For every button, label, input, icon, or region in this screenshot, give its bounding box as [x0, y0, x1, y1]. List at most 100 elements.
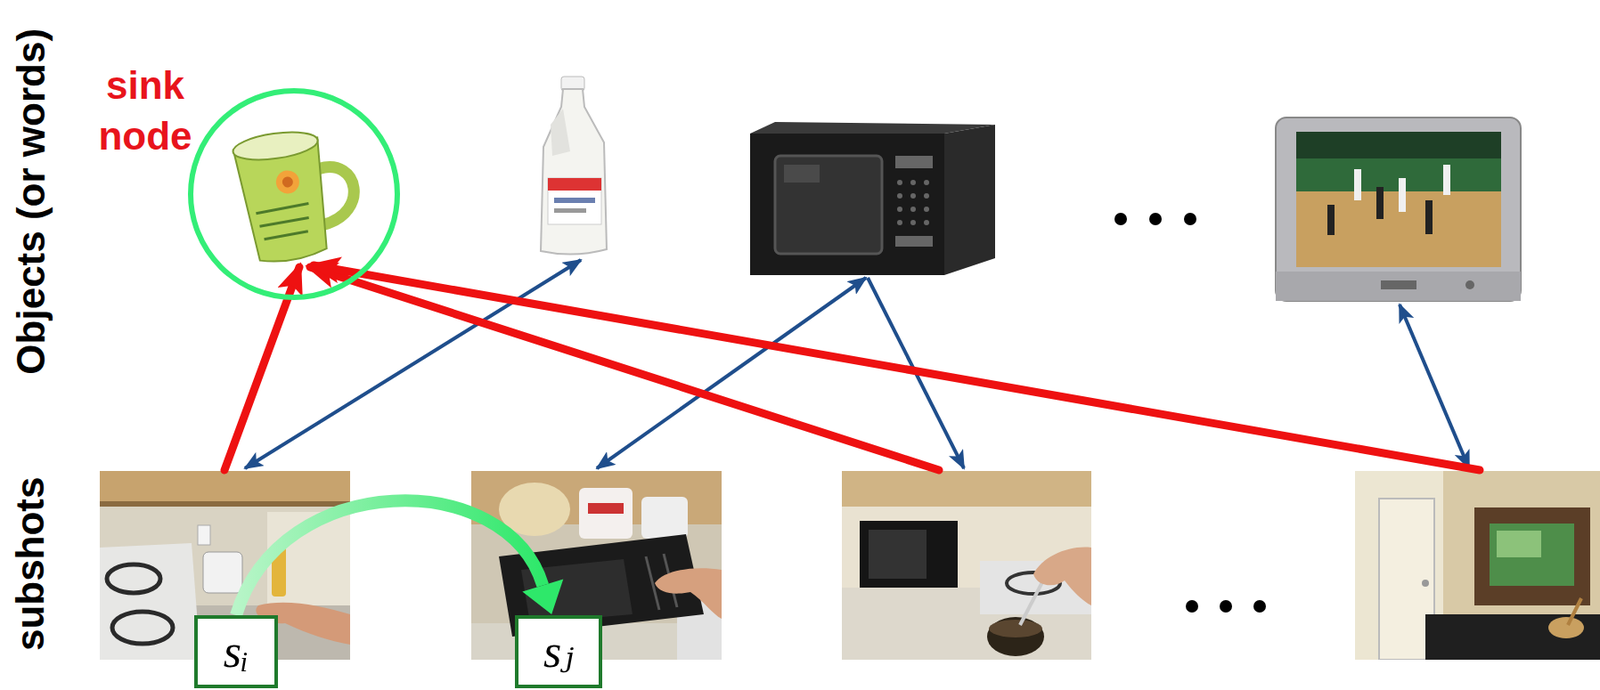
microwave-object-part-part [897, 220, 903, 226]
microwave-object-part-part [897, 206, 903, 213]
microwave-object-part-part [923, 179, 930, 186]
ellipsis-dots-part [1219, 600, 1233, 613]
ellipsis-dots-part [1114, 212, 1127, 226]
microwave-object-part [895, 155, 933, 247]
subshot-photo-part [1496, 530, 1542, 558]
axis-label: subshots [8, 476, 54, 652]
ellipsis-dots-part [1183, 212, 1197, 226]
subshot-photo-part [1425, 614, 1600, 661]
television-object-part [1327, 187, 1433, 236]
microwave-object-part-part [895, 155, 933, 169]
microwave-object-part [750, 133, 945, 276]
television-object-part [1275, 271, 1521, 302]
subshot-photo-part [988, 620, 1043, 638]
television-object [1275, 117, 1521, 302]
microwave-object-part-part [923, 193, 930, 199]
subshot-photo-part [1033, 547, 1092, 606]
subshot-photo-part [654, 568, 722, 620]
subshot-photo-part [203, 552, 243, 594]
subshot-photo-part [641, 497, 688, 539]
subshot-photo-part [579, 488, 633, 539]
microwave-object [750, 122, 996, 276]
node-label: sᵢ [223, 628, 249, 676]
television-object-part-part [1398, 178, 1406, 213]
microwave-object-part [944, 124, 996, 276]
television-object-part-part [1443, 164, 1451, 196]
mug-object-part [231, 127, 320, 164]
subshot-photo-part [859, 521, 958, 588]
milk-jug-object-part [550, 108, 571, 156]
television-object-part [1296, 131, 1502, 159]
subshot-photo-part [1474, 507, 1591, 606]
milk-jug-object-part [547, 178, 602, 191]
microwave-object-part-part [897, 179, 903, 186]
sink-arrow-part [313, 265, 1480, 471]
circle-outline [187, 87, 401, 302]
mug-object-part [274, 169, 301, 196]
microwave-object-part [783, 164, 820, 183]
microwave-object-part-part [897, 193, 903, 199]
television-object-part-part [1327, 204, 1335, 236]
sink-arrow [224, 265, 1480, 471]
subshot-photo-part [1489, 523, 1575, 587]
television-object-part [1380, 280, 1417, 290]
subshot-photo [841, 471, 1092, 661]
subshot-photo-part [1548, 617, 1584, 639]
television-object-part-part [1376, 187, 1384, 220]
microwave-object-part [775, 155, 882, 254]
subshot-photo-part [99, 471, 351, 502]
subshot-photo [1355, 471, 1600, 661]
mug-object-part [255, 203, 313, 240]
television-object-part [1296, 131, 1502, 268]
subshot-photo-part [112, 612, 173, 645]
television-object-part [1354, 164, 1451, 213]
axis-label: Objects (or words) [8, 27, 55, 375]
sink-node-circle: sink node [187, 87, 401, 302]
subshot-photo-part [841, 471, 1092, 507]
milk-jug-object-part [540, 89, 607, 255]
node-label: sⱼ [543, 628, 574, 676]
television-object-part-part [1354, 169, 1362, 201]
microwave-object-part-part [910, 179, 916, 186]
mug-object-part [281, 176, 294, 189]
microwave-object-part-part [895, 236, 933, 247]
sink-arrow-part [310, 267, 939, 471]
subshot-photo-part [1567, 598, 1582, 626]
subshot-photo-part [587, 503, 624, 515]
subshot-photo-part [868, 530, 927, 580]
milk-jug-object-part [554, 208, 587, 213]
arrow-head [522, 579, 564, 615]
microwave-object-part-part [910, 220, 916, 226]
milk-jug-object-part [554, 197, 596, 204]
circle-outline [190, 90, 398, 298]
microwave-object-part-part [923, 206, 930, 213]
subshot-photo-part [106, 564, 161, 594]
microwave-object-part-part [910, 206, 916, 213]
relation-arrow-part [1399, 304, 1470, 469]
subshot-photo-part [99, 543, 201, 661]
subshot-photo-part [1421, 579, 1429, 588]
milk-jug-object [540, 76, 607, 255]
television-object-part [1275, 117, 1521, 302]
milk-jug-object-part [547, 178, 602, 225]
relation-arrow-part [244, 260, 581, 469]
arrow-line [236, 500, 543, 616]
transition-arrow [236, 500, 564, 616]
subshot-photo-part [99, 501, 351, 507]
ellipsis-dots-part [1253, 600, 1266, 613]
subshot-photo-part [197, 525, 211, 546]
microwave-object-part-part [910, 193, 916, 199]
subshot-label-box: sⱼ [514, 615, 603, 689]
subshot-photo-part [987, 617, 1045, 657]
ellipsis-dots-part [1185, 600, 1199, 613]
subshot-photo-part [841, 471, 1092, 661]
mug-object [231, 123, 363, 267]
node-heading: sink node [87, 59, 204, 162]
microwave-object-part-part [923, 220, 930, 226]
subshot-photo-part [1355, 471, 1600, 661]
television-object-part-part [1425, 200, 1433, 235]
subshot-label-box: sᵢ [194, 615, 278, 689]
ellipsis-dots-part [1149, 212, 1162, 226]
subshot-photo-part [1020, 579, 1045, 626]
